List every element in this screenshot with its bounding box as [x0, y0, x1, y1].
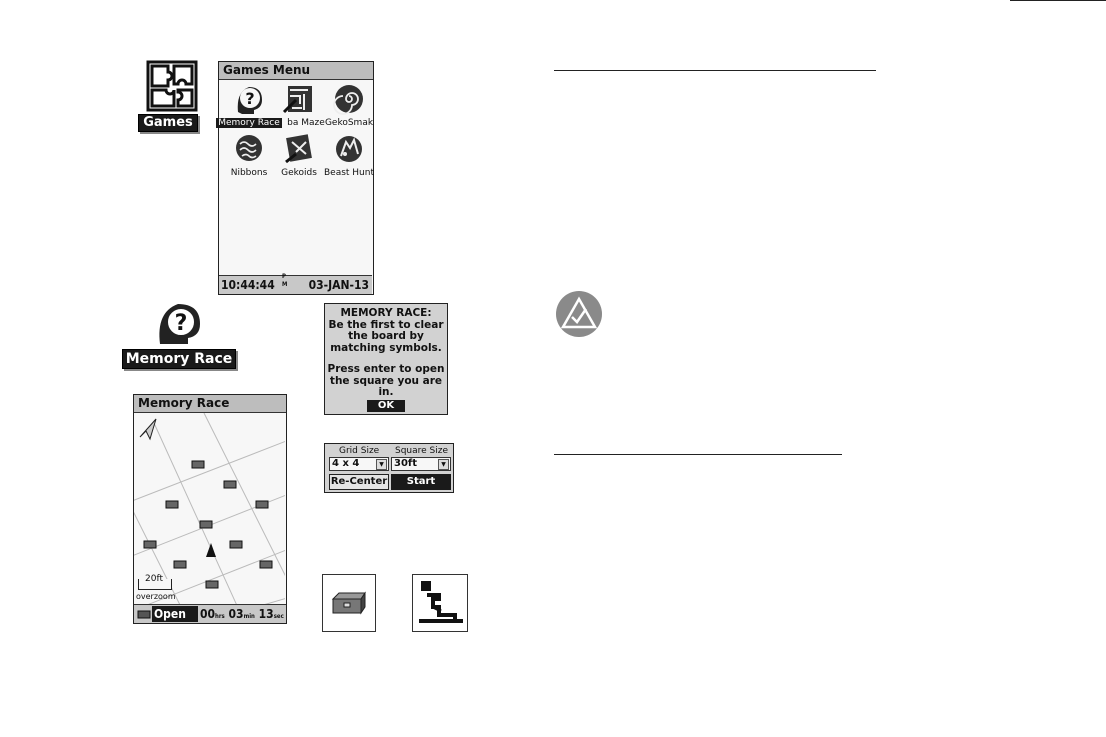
section-rule: [554, 70, 876, 72]
chest-symbol-box: [322, 574, 376, 632]
dialog-line: MEMORY RACE:: [340, 307, 432, 319]
status-date: 03-JAN-13: [308, 278, 369, 292]
compass-arrow-icon: [139, 418, 157, 441]
menu-item-label: GekoSmak: [324, 118, 374, 128]
recenter-button[interactable]: Re-Center: [329, 474, 389, 490]
menu-item-label: ba Maze: [287, 118, 325, 128]
ok-button[interactable]: OK: [367, 400, 405, 412]
menu-item-maze[interactable]: ba Maze: [269, 82, 329, 128]
game-settings-panel: Grid Size Square Size 4 x 4 ▼ 30ft ▼ Re-…: [324, 443, 454, 493]
games-menu-screen: Games Menu ? Memory Race ba Maze GekoSma…: [216, 61, 374, 295]
section-rule: [554, 454, 842, 456]
dialog-line: matching symbols.: [330, 341, 442, 354]
note-icon: [556, 291, 602, 337]
player-symbol-box: [412, 574, 468, 632]
menu-item-label: Gekoids: [281, 168, 317, 178]
grid-size-select[interactable]: 4 x 4 ▼: [329, 457, 389, 471]
nibbons-icon: [236, 135, 262, 161]
menu-item-nibbons[interactable]: Nibbons: [219, 132, 279, 178]
memory-race-app-icon[interactable]: ? Memory Race: [122, 300, 238, 372]
square-size-select[interactable]: 30ft ▼: [391, 457, 451, 471]
chevron-down-icon: ▼: [438, 459, 449, 470]
overzoom-note: overzoom: [136, 592, 176, 601]
question-head-icon: ?: [237, 87, 262, 114]
question-head-icon: ?: [159, 304, 200, 344]
chevron-down-icon: ▼: [376, 459, 387, 470]
top-rule: [1010, 0, 1106, 2]
dialog-line: Be the first to clear: [328, 318, 444, 331]
player-symbol-icon: [419, 581, 463, 623]
games-app-label: Games: [138, 114, 198, 132]
menu-item-gekoids[interactable]: Gekoids: [269, 132, 329, 178]
dialog-line: the square you are in.: [329, 374, 443, 398]
dialog-line: Press enter to open: [327, 363, 445, 375]
square-size-label: Square Size: [395, 446, 449, 456]
games-app-icon[interactable]: Games: [138, 60, 200, 134]
game-board: [134, 413, 285, 623]
puzzle-icon: [146, 60, 198, 112]
grid-size-label: Grid Size: [339, 446, 380, 456]
start-button[interactable]: Start: [391, 474, 451, 490]
menu-item-label: Nibbons: [230, 168, 268, 178]
status-bar: 10:44:44 PM 03-JAN-13: [219, 273, 372, 294]
treasure-chest-icon: [331, 591, 366, 615]
checkmark-triangle-icon: [560, 296, 598, 329]
gekoids-icon: [285, 134, 312, 164]
menu-item-memory-race[interactable]: ? Memory Race: [216, 82, 282, 128]
position-arrow-icon: [206, 543, 216, 557]
menu-item-label: Beast Hunt: [323, 168, 374, 178]
timer: 00hrs 03min 13sec: [200, 607, 284, 621]
memory-race-dialog: MEMORY RACE: Be the first to clear the b…: [324, 303, 448, 415]
maze-icon: [282, 86, 312, 114]
swirl-icon: [333, 85, 363, 115]
dialog-line: the board by: [348, 330, 424, 342]
memory-race-status-bar: Open 00hrs 03min 13sec: [134, 604, 286, 623]
games-menu-title: Games Menu: [219, 62, 373, 80]
menu-item-beast-hunt[interactable]: Beast Hunt: [319, 132, 379, 178]
square-size-value: 30ft: [394, 458, 418, 469]
chest-icon: [137, 610, 151, 619]
status-time: 10:44:44: [221, 278, 275, 292]
menu-item-label: Memory Race: [216, 118, 282, 128]
status-time-suffix: PM: [282, 273, 288, 288]
memory-race-app-label: Memory Race: [122, 349, 236, 369]
grid-size-value: 4 x 4: [332, 458, 360, 469]
beast-icon: [336, 136, 362, 162]
open-button[interactable]: Open: [152, 606, 198, 622]
svg-text:?: ?: [175, 311, 188, 336]
map-scale: 20ft: [138, 574, 172, 590]
memory-race-screen: Memory Race 20ft overzoom Open 00: [133, 394, 287, 624]
svg-text:?: ?: [245, 89, 254, 108]
menu-item-gekosmak[interactable]: GekoSmak: [319, 82, 379, 128]
memory-race-title: Memory Race: [134, 395, 286, 413]
